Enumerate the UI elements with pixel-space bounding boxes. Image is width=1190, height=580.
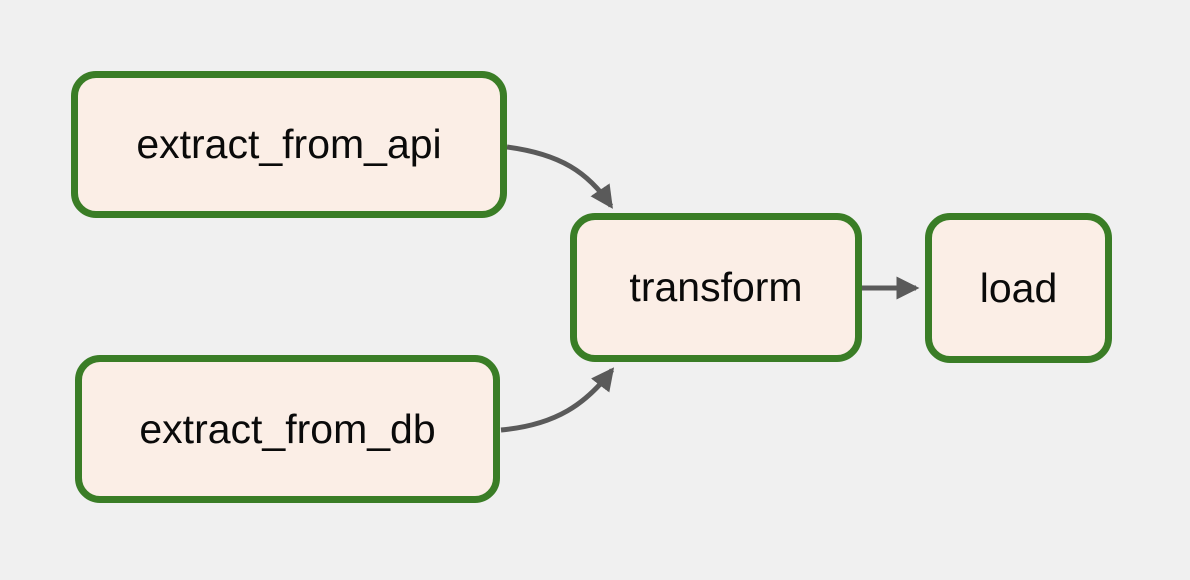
node-extract-from-api[interactable]: extract_from_api	[71, 71, 507, 218]
edge-extract-from-db-to-transform	[500, 367, 615, 433]
node-transform[interactable]: transform	[570, 213, 862, 362]
node-extract-from-db[interactable]: extract_from_db	[75, 355, 500, 503]
edge-extract-from-api-to-transform	[506, 144, 614, 209]
node-load[interactable]: load	[925, 213, 1112, 363]
